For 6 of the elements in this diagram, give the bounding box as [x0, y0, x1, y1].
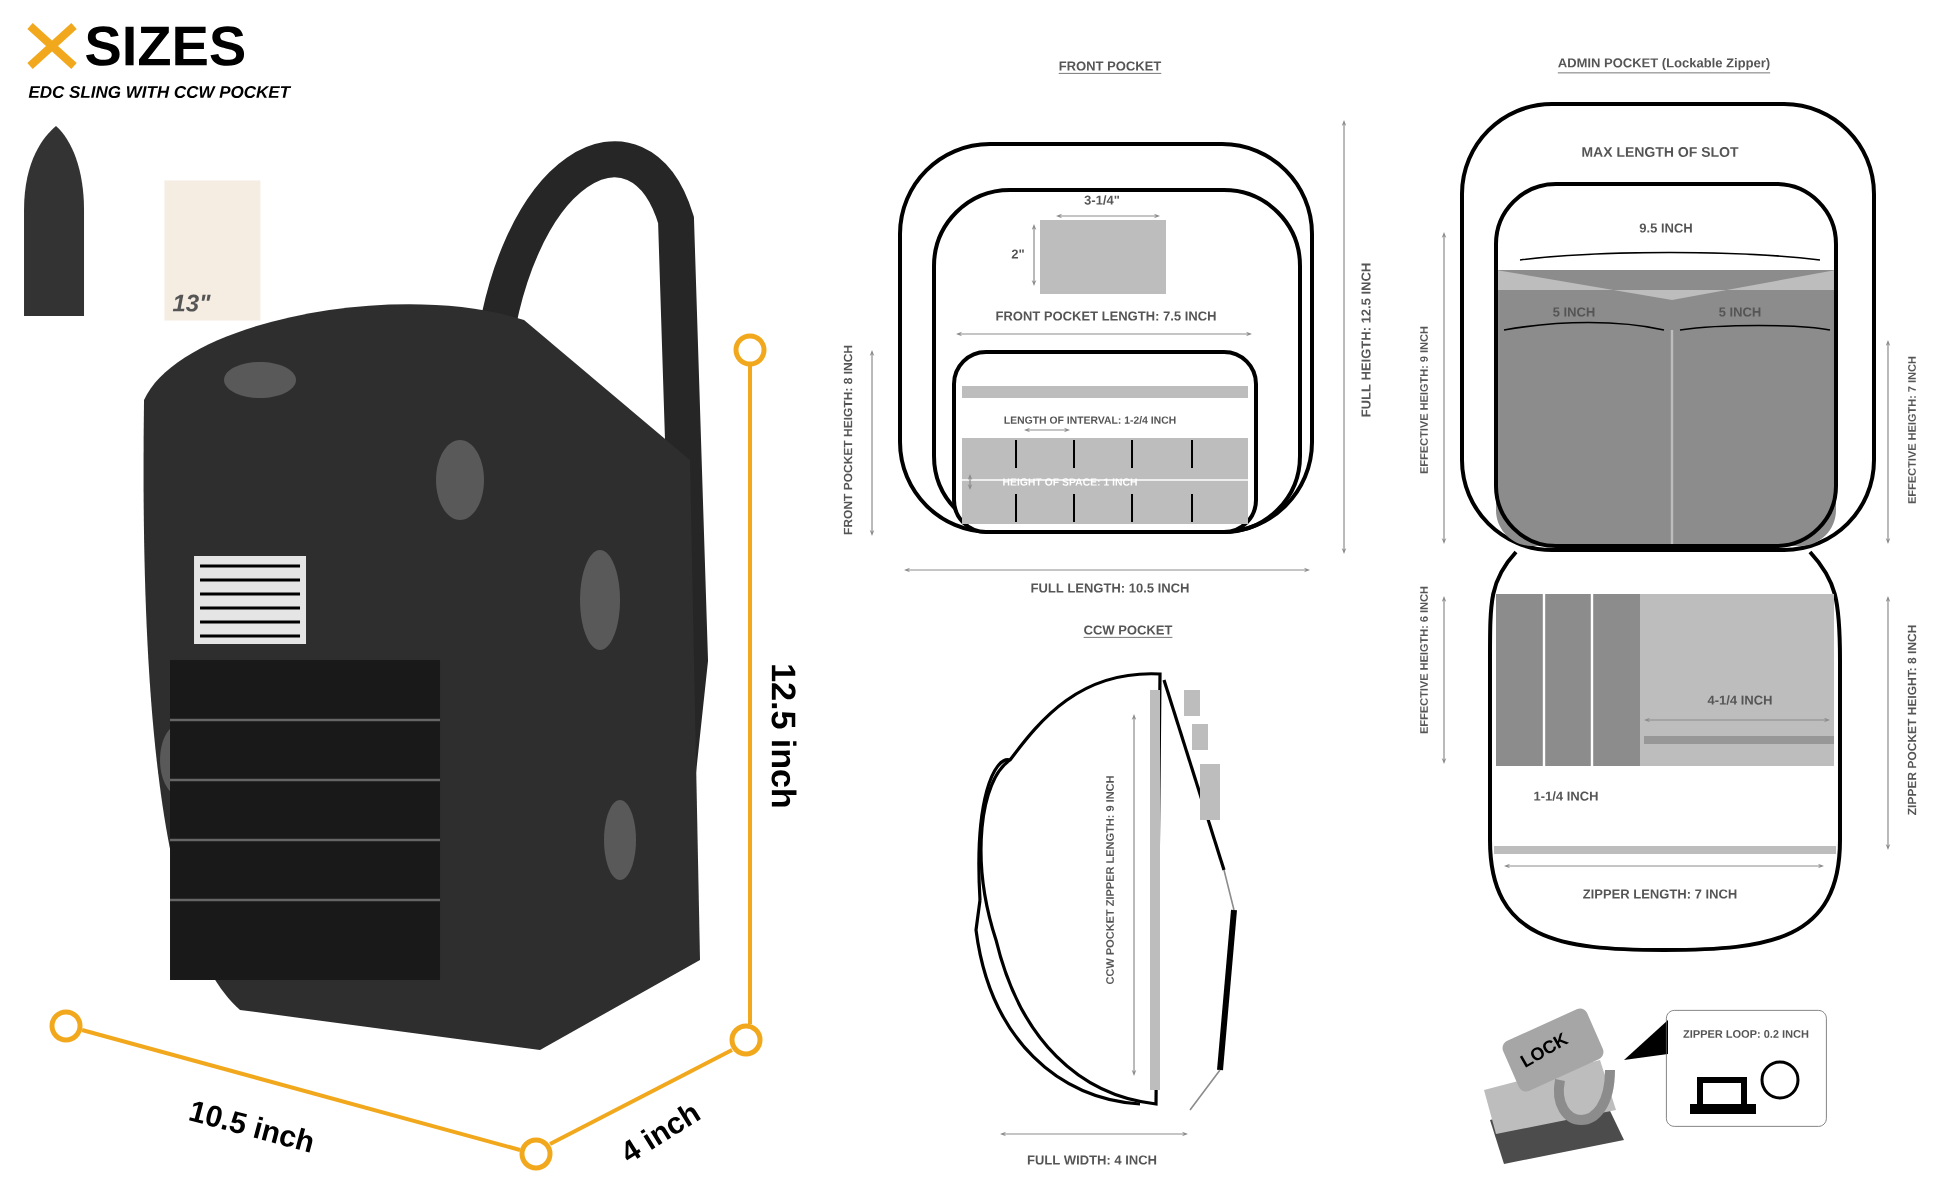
tablet-card: 13": [164, 180, 261, 321]
dimension-label: 12.5 inch: [771, 665, 797, 807]
subtitle: EDC SLING WITH CCW POCKET: [28, 86, 292, 98]
dimension-label: 4 inch: [625, 1106, 701, 1161]
title: SIZES: [86, 26, 245, 66]
dimension-label: 10.5 inch: [189, 1101, 313, 1153]
